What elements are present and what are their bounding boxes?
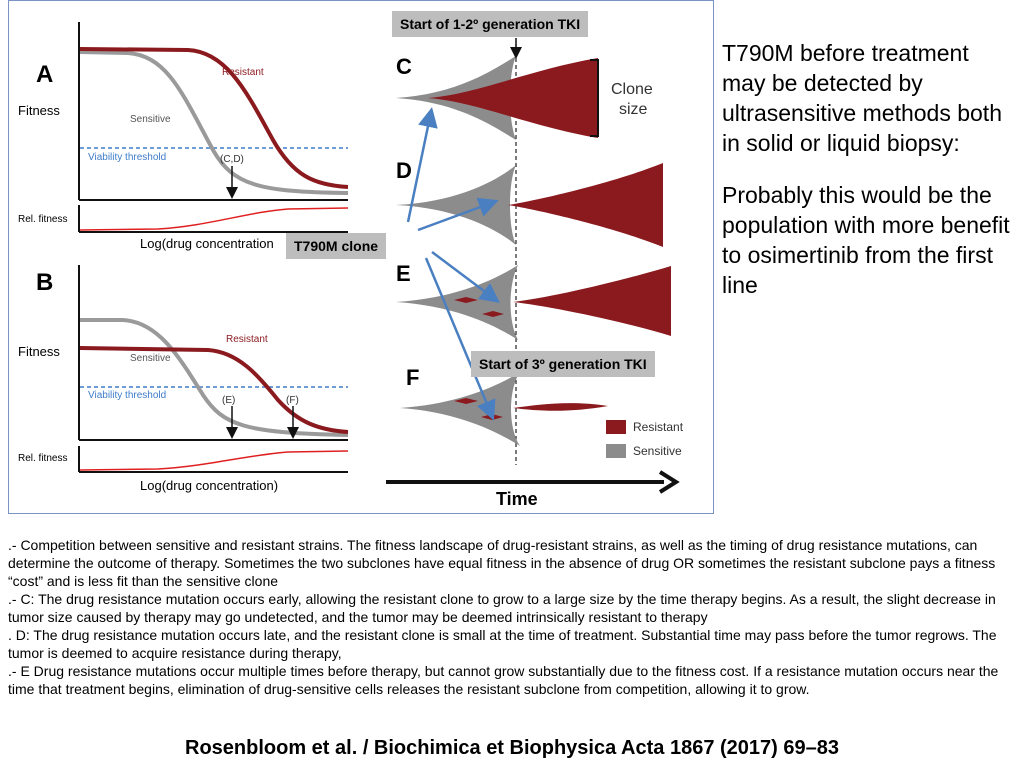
panel-a-rel-fitness-curve [79,207,349,231]
panel-b-resistant-label: Resistant [226,334,268,345]
legend-resistant-swatch [606,420,626,434]
panel-f-resistant-shape [513,403,608,411]
panel-b-marker-e: (E) [222,395,235,406]
panel-a-sensitive-label: Sensitive [130,114,171,125]
time-axis-label: Time [496,489,538,509]
start-tki-1-2-callout: Start of 1-2º generation TKI [392,11,589,37]
panel-a: A Fitness Viability threshold Resistant … [18,22,349,251]
t790m-arrow-to-e [431,251,500,303]
panel-b-y-label: Fitness [18,344,60,359]
panel-f-letter: F [406,365,419,390]
t790m-arrow-to-c [406,107,438,223]
legend-sensitive-swatch [606,444,626,458]
panel-e-resistant-shape [513,266,671,336]
panel-b-rel-fitness-curve [79,450,349,471]
panel-a-letter: A [36,61,53,88]
panel-e-resistant-blip-2 [482,311,504,317]
panel-a-threshold-label: Viability threshold [88,152,166,163]
legend-sensitive-label: Sensitive [633,444,682,458]
caption-line-c: .- C: The drug resistance mutation occur… [8,591,996,625]
panel-f-sensitive-shape [400,372,520,446]
panel-d-letter: D [396,158,412,183]
start-tki-3-callout: Start of 3º generation TKI [471,351,655,377]
panel-b: B Fitness Viability threshold Resistant … [18,265,349,493]
side-text-benefit: Probably this would be the population wi… [722,182,1010,298]
panel-f-resistant-blip-1 [454,398,478,404]
panel-b-sensitive-curve [80,318,349,437]
caption-line-d: . D: The drug resistance mutation occurs… [8,627,997,661]
panel-a-marker-label: (C,D) [220,154,244,165]
panel-b-threshold-label: Viability threshold [88,390,166,401]
side-text: T790M before treatment may be detected b… [722,38,1012,322]
t790m-clone-callout: T790M clone [286,233,387,259]
panel-b-rel-fitness-label: Rel. fitness [18,453,67,464]
panel-b-sensitive-label: Sensitive [130,353,171,364]
panel-a-resistant-curve [79,47,349,189]
panel-b-marker-f: (F) [286,395,299,406]
panel-c-letter: C [396,54,412,79]
time-axis-arrowhead [658,470,680,494]
panel-e-sensitive-shape [396,265,518,340]
citation: Rosenbloom et al. / Biochimica et Biophy… [185,737,839,759]
panel-a-sensitive-curve [79,50,349,195]
panel-d-sensitive-shape [396,165,516,245]
side-text-detection: T790M before treatment may be detected b… [722,40,1002,156]
clone-size-bracket [590,59,599,137]
panel-c-resistant-shape [428,58,598,138]
panel-a-rel-fitness-label: Rel. fitness [18,214,67,225]
panel-d-resistant-shape [508,163,663,247]
panel-b-resistant-curve [79,346,349,434]
clone-panels: C Clone size D E F Resistant Sensitive T… [386,44,684,509]
t790m-arrow-to-f [424,257,496,421]
panel-b-letter: B [36,269,53,296]
figure-diagram: A Fitness Viability threshold Resistant … [18,22,684,509]
caption-line-competition: .- Competition between sensitive and res… [8,537,996,589]
panel-a-x-label: Log(drug concentration [140,236,274,251]
caption-line-e: .- E Drug resistance mutations occur mul… [8,663,999,697]
legend-resistant-label: Resistant [633,420,684,434]
panel-e-letter: E [396,261,411,286]
t790m-arrows [406,107,500,421]
clone-size-label-line1: Clone [611,81,653,98]
panel-e-resistant-blip-1 [454,297,478,303]
clone-size-label-line2: size [619,101,648,118]
panel-a-resistant-label: Resistant [222,67,264,78]
panel-b-x-label: Log(drug concentration) [140,478,278,493]
caption: .- Competition between sensitive and res… [8,536,1008,698]
panel-a-y-label: Fitness [18,103,60,118]
t790m-arrow-to-d [417,197,499,232]
